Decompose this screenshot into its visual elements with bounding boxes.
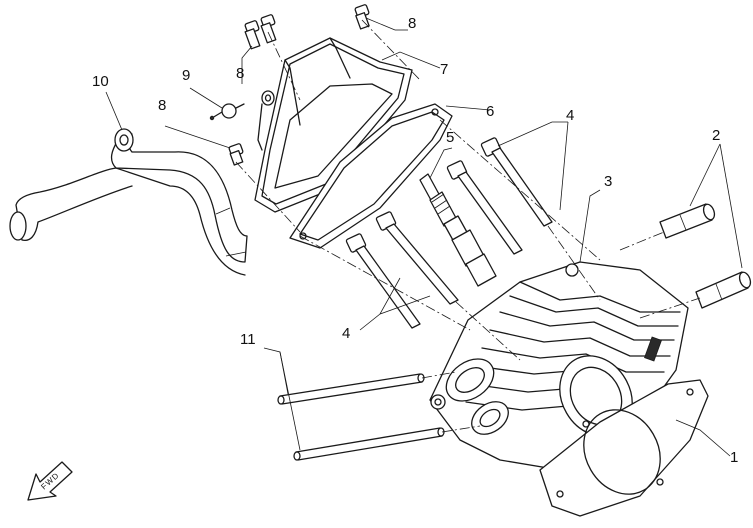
bolt-8-b (260, 14, 277, 44)
push-rod-11-b (293, 427, 445, 461)
head-bolt-4-d (345, 233, 421, 329)
leader-lines (105, 17, 743, 457)
assembly-centerlines (235, 19, 701, 433)
bolt-8-a (244, 20, 261, 50)
callout-4-top: 4 (566, 107, 574, 124)
head-bolt-4-c (375, 211, 459, 305)
callout-5: 5 (446, 129, 454, 146)
dowel-pin-2-a (659, 203, 716, 239)
spark-plug (419, 173, 497, 287)
callout-8-top: 8 (408, 15, 416, 32)
head-bolt-4-b (446, 160, 523, 255)
callout-1: 1 (730, 449, 738, 466)
forward-arrow: FWD (27, 461, 73, 501)
callout-numbers: 1 2 3 4 4 5 6 7 8 8 8 9 10 11 (92, 15, 738, 466)
head-gasket (539, 379, 709, 517)
breather-tube (9, 128, 248, 276)
callout-2: 2 (712, 127, 720, 144)
callout-10: 10 (92, 73, 109, 90)
hose-clamp (209, 103, 245, 121)
dowel-pin-2-b (695, 271, 752, 309)
callout-7: 7 (440, 61, 448, 78)
callout-6: 6 (486, 103, 494, 120)
bolt-8-d (228, 143, 244, 166)
callout-4-bottom: 4 (342, 325, 350, 342)
callout-3: 3 (604, 173, 612, 190)
callout-11: 11 (240, 331, 256, 348)
push-rod-11-a (277, 373, 425, 405)
callout-8-left: 8 (158, 97, 166, 114)
callout-9: 9 (182, 67, 190, 84)
callout-8-mid: 8 (236, 65, 244, 82)
valve-cover (254, 37, 413, 213)
head-bolt-4-a (480, 137, 553, 227)
